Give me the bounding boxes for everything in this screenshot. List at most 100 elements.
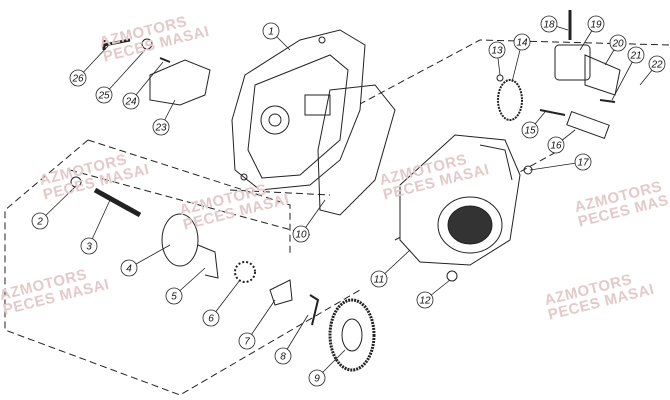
callout-5: 5 xyxy=(165,267,206,305)
callout-18: 18 xyxy=(540,15,569,33)
callout-circle xyxy=(202,309,220,327)
callout-6: 6 xyxy=(202,279,241,327)
callout-number: 12 xyxy=(419,296,431,307)
callout-number: 9 xyxy=(314,374,320,385)
leader-line xyxy=(611,54,637,101)
callout-circle xyxy=(587,15,605,33)
part-2-seal xyxy=(70,176,82,188)
part-9-gear xyxy=(328,298,376,372)
part-4-disc xyxy=(161,213,199,267)
part-26-bolt xyxy=(102,38,131,50)
callout-number: 14 xyxy=(516,38,528,49)
callout-16: 16 xyxy=(547,129,576,154)
part-1-housing xyxy=(231,29,366,191)
part-14-gear xyxy=(497,79,523,121)
callout-circle xyxy=(609,34,627,52)
callout-8: 8 xyxy=(274,314,309,365)
callout-circle xyxy=(262,22,280,40)
callout-circle xyxy=(238,332,256,350)
callout-circle xyxy=(513,33,531,51)
part-21-screw xyxy=(599,99,616,103)
part-8-arm xyxy=(309,294,320,326)
callout-circle xyxy=(80,237,98,255)
callout-number: 15 xyxy=(524,126,536,137)
callout-number: 23 xyxy=(154,123,167,134)
part-24-pin xyxy=(159,57,171,63)
callout-circle xyxy=(648,55,666,73)
part-10-gasket xyxy=(317,84,396,216)
callout-number: 24 xyxy=(124,97,137,108)
callout-circle xyxy=(370,270,388,288)
callout-circle xyxy=(488,41,506,59)
callout-2: 2 xyxy=(31,185,77,230)
callout-23: 23 xyxy=(152,99,176,136)
callout-11: 11 xyxy=(370,249,411,288)
part-15-shaft xyxy=(539,109,566,116)
callout-circle xyxy=(152,118,170,136)
callout-circle xyxy=(122,92,140,110)
callout-15: 15 xyxy=(521,111,546,139)
callout-13: 13 xyxy=(488,41,506,76)
callout-circle xyxy=(292,225,310,243)
callout-number: 19 xyxy=(590,20,602,31)
callout-12: 12 xyxy=(416,279,451,309)
callout-7: 7 xyxy=(238,299,276,350)
callout-number: 13 xyxy=(491,46,503,57)
callout-1: 1 xyxy=(262,22,291,51)
callout-circle xyxy=(95,86,113,104)
callout-number: 20 xyxy=(611,39,624,50)
callout-number: 8 xyxy=(280,352,286,363)
callout-number: 2 xyxy=(36,217,43,228)
callout-21: 21 xyxy=(611,46,645,101)
assembly-frame-lines xyxy=(4,39,670,396)
callout-number: 7 xyxy=(244,337,250,348)
callout-number: 18 xyxy=(543,20,555,31)
part-12-bolt xyxy=(446,270,458,282)
leader-line xyxy=(88,199,111,247)
part-5-clip xyxy=(197,244,219,279)
callout-number: 25 xyxy=(97,91,110,102)
callout-number: 17 xyxy=(577,158,589,169)
callout-circle xyxy=(274,347,292,365)
callout-20: 20 xyxy=(604,34,627,66)
callout-circle xyxy=(521,121,539,139)
part-16-sleeve xyxy=(566,110,610,140)
part-19-block xyxy=(554,44,591,81)
callout-number: 3 xyxy=(86,242,92,253)
callout-circle xyxy=(31,212,49,230)
callout-number: 6 xyxy=(208,314,214,325)
callout-26: 26 xyxy=(69,45,109,87)
leader-line xyxy=(529,161,584,171)
callout-number: 21 xyxy=(629,51,641,62)
part-25-washer xyxy=(141,38,153,50)
callout-number: 26 xyxy=(71,74,84,85)
callout-number: 5 xyxy=(171,292,177,303)
callout-number: 4 xyxy=(126,264,132,275)
callout-25: 25 xyxy=(95,49,146,104)
callout-circle xyxy=(416,291,434,309)
callout-10: 10 xyxy=(292,199,326,243)
part-13-screw xyxy=(496,74,504,82)
callout-number: 10 xyxy=(295,230,307,241)
callout-22: 22 xyxy=(639,55,666,86)
leader-line xyxy=(103,49,146,96)
callout-number: 22 xyxy=(650,60,663,71)
callout-9: 9 xyxy=(308,349,346,387)
part-6-spring xyxy=(234,261,256,283)
callout-3: 3 xyxy=(80,199,111,255)
callout-number: 11 xyxy=(374,275,384,286)
callout-circle xyxy=(69,69,87,87)
callout-circle xyxy=(540,15,558,33)
part-23-bracket xyxy=(149,59,211,106)
part-3-shaft xyxy=(93,187,142,218)
callout-circle xyxy=(308,369,326,387)
part-7-lever xyxy=(269,279,293,306)
callout-number: 16 xyxy=(550,141,562,152)
callout-4: 4 xyxy=(120,244,171,277)
callout-number: 1 xyxy=(268,27,274,38)
callout-circle xyxy=(165,287,183,305)
callout-17: 17 xyxy=(529,153,592,171)
callout-14: 14 xyxy=(511,33,531,83)
